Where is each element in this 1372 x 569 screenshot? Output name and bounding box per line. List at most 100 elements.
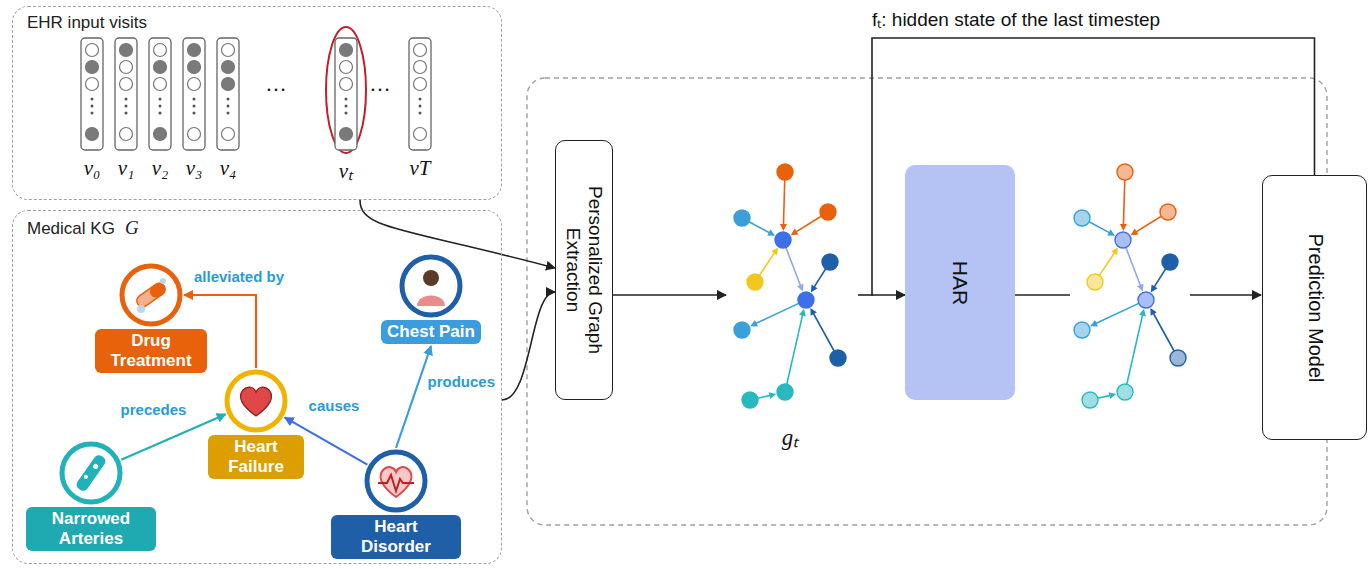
graph-arrowhead	[810, 308, 816, 316]
graph-edge	[1098, 395, 1112, 398]
feature-dot	[414, 61, 427, 74]
flow-arrow	[1190, 294, 1261, 296]
visit-name: v₃	[186, 156, 203, 181]
concept-icon	[399, 254, 463, 318]
feature-dot	[86, 44, 99, 57]
ellipsis-dot	[91, 98, 94, 101]
visit-name: v₄	[220, 156, 237, 181]
feature-dot	[154, 128, 167, 141]
process-box: HAR	[905, 165, 1015, 400]
process-label: Personalized Graph Extraction	[562, 148, 606, 392]
graph-edge	[1099, 252, 1115, 276]
concept-node: Heart Failure	[191, 369, 321, 479]
ellipsis-dot	[159, 105, 162, 108]
graph-edge	[787, 314, 803, 385]
graph-arrowhead	[1111, 247, 1118, 255]
feature-dot	[86, 61, 99, 74]
plaque	[92, 463, 99, 470]
concept-icon	[59, 441, 123, 505]
relation-label: alleviated by	[192, 268, 286, 285]
graph-node	[1074, 322, 1090, 338]
concept-label: Heart Failure	[208, 435, 304, 479]
visit-name: vₜ	[339, 156, 353, 184]
pulse-line	[378, 475, 414, 491]
graph-arrowhead	[1139, 309, 1146, 317]
panel-title: Medical KGG	[27, 217, 139, 239]
graph-node	[1162, 254, 1178, 270]
graph-arrowhead	[1090, 320, 1098, 326]
panel-title: EHR input visits	[27, 13, 147, 33]
graph-arrowhead	[1137, 284, 1144, 292]
ellipsis-dot	[419, 105, 422, 108]
graph-arrowhead	[797, 284, 804, 292]
graph-name: gₜ	[782, 420, 799, 452]
feature-dot	[340, 78, 353, 91]
pill-dot	[137, 305, 145, 313]
visit-name: v₂	[152, 156, 169, 181]
flow-arrow	[613, 294, 726, 296]
process-box: Personalized Graph Extraction	[555, 140, 613, 400]
graph-edge	[1153, 312, 1174, 351]
connector	[502, 292, 555, 400]
graph-edge	[813, 269, 825, 288]
heart-icon	[241, 387, 272, 416]
graph-illustrations	[734, 164, 1186, 408]
graph-edge	[1135, 216, 1161, 232]
feature-dot	[340, 44, 353, 57]
graph-node	[1117, 164, 1133, 180]
feature-dot	[414, 78, 427, 91]
ellipsis-dot	[345, 105, 348, 108]
concept-label: Heart Disorder	[331, 515, 461, 559]
graph-node	[742, 392, 758, 408]
feature-dot	[120, 61, 133, 74]
pill-dot	[160, 278, 166, 284]
relation-label: precedes	[119, 401, 189, 418]
feature-dot	[340, 61, 353, 74]
concept-node: Narrowed Arteries	[26, 441, 156, 551]
concept-icon	[364, 449, 428, 513]
graph-node	[1115, 232, 1131, 248]
feature-dot	[222, 44, 235, 57]
feature-dot	[154, 78, 167, 91]
feature-dot	[222, 78, 235, 91]
ellipsis-dot	[159, 112, 162, 115]
relation-label: produces	[426, 373, 498, 390]
ellipsis-dot	[227, 112, 230, 115]
personal-graph	[734, 164, 846, 408]
visit-name: vT	[410, 156, 431, 181]
graph-edge	[755, 303, 799, 324]
ellipsis-dot	[125, 105, 128, 108]
ellipsis-mark: …	[370, 72, 391, 97]
graph-arrowhead	[1107, 229, 1115, 235]
process-box: Prediction Model	[1262, 175, 1367, 440]
connector	[396, 346, 431, 448]
feature-dot	[188, 61, 201, 74]
pill-half	[148, 281, 168, 300]
model-panel	[527, 78, 1327, 525]
ellipsis-dot	[419, 112, 422, 115]
graph-arrowhead	[780, 224, 787, 231]
person-head	[423, 270, 439, 286]
graph-arrowhead	[791, 229, 799, 236]
feature-dot	[340, 128, 353, 141]
graph-node	[830, 350, 846, 366]
ellipsis-dot	[125, 98, 128, 101]
concept-label: Narrowed Arteries	[26, 507, 156, 551]
graph-symbol: G	[125, 217, 139, 238]
visit-vector	[217, 38, 239, 150]
graph-arrowhead	[1120, 224, 1127, 231]
ellipsis-dot	[193, 98, 196, 101]
concept-node: Chest Pain	[371, 254, 491, 344]
graph-edge	[1153, 269, 1165, 288]
graph-edge	[759, 252, 775, 276]
ellipsis-dot	[91, 112, 94, 115]
feature-dot	[414, 128, 427, 141]
graph-arrowhead	[1109, 392, 1117, 399]
graph-edge	[813, 312, 834, 351]
feature-dot	[188, 44, 201, 57]
graph-edge	[1095, 303, 1139, 324]
icon-ring	[402, 257, 460, 315]
visit-vector	[81, 38, 103, 150]
graph-node	[822, 254, 838, 270]
